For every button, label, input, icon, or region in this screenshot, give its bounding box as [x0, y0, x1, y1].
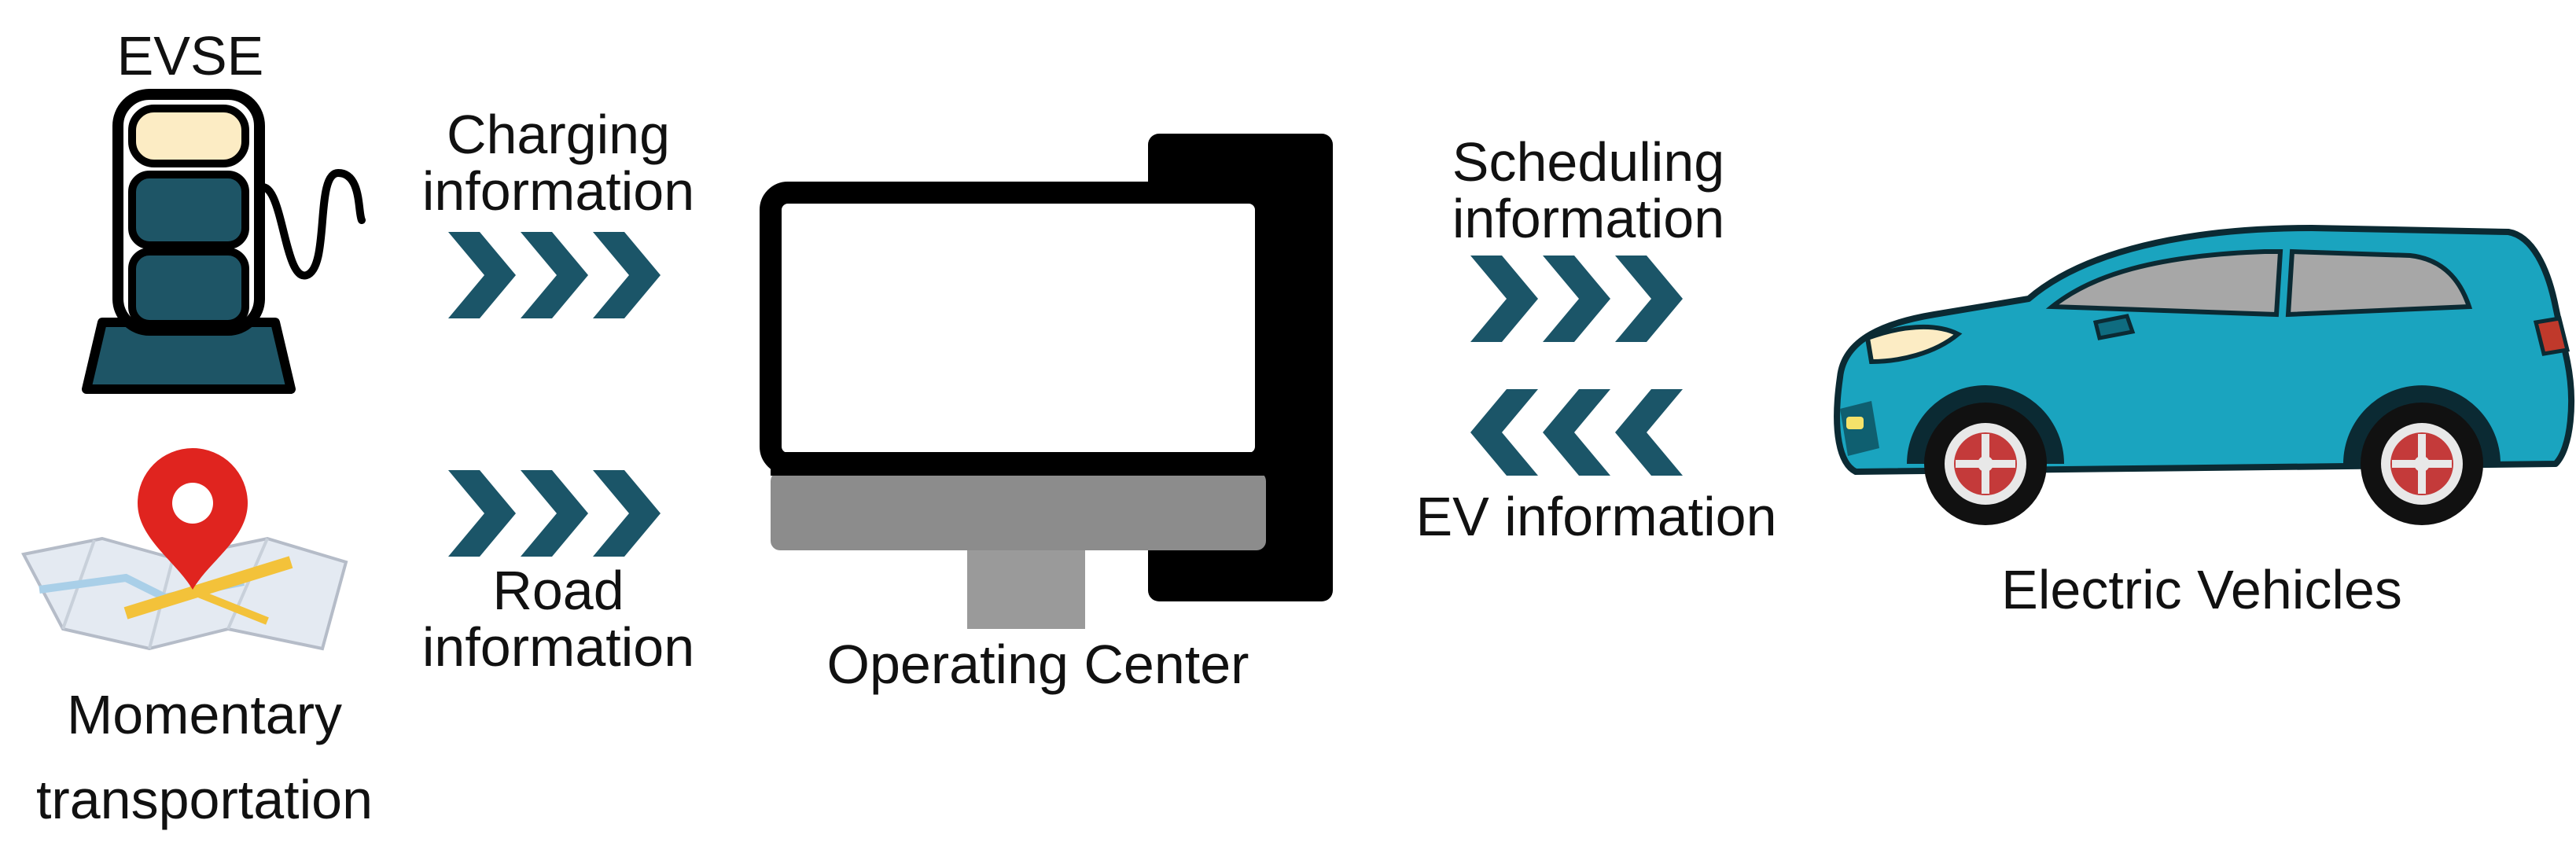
chevron-arrows-icon: [448, 470, 661, 557]
chevron-arrows-icon: [1470, 256, 1683, 342]
charging-information-label: Charging information: [401, 106, 716, 219]
map-pin-icon: [20, 448, 348, 651]
ev-information-label: EV information: [1415, 486, 1777, 547]
road-information-label: Road information: [401, 562, 716, 675]
evse-label: EVSE: [116, 25, 264, 86]
ev-charging-station-icon: [82, 89, 366, 394]
electric-car-icon: [1834, 225, 2574, 525]
road-line1: Road: [492, 560, 624, 621]
scheduling-information-label: Scheduling information: [1431, 134, 1746, 247]
charging-line2: information: [421, 160, 695, 222]
computer-monitor-icon: [760, 134, 1333, 629]
scheduling-line2: information: [1452, 188, 1725, 249]
scheduling-line1: Scheduling: [1452, 131, 1725, 193]
electric-vehicles-label: Electric Vehicles: [2001, 559, 2402, 620]
transport-line1: Momentary: [66, 684, 343, 745]
operating-center-label: Operating Center: [826, 634, 1249, 695]
road-line2: information: [421, 616, 695, 678]
chevron-arrows-icon: [1470, 389, 1683, 476]
chevron-arrows-icon: [448, 232, 661, 318]
rear-wheel: [2361, 403, 2483, 525]
transport-line2: transportation: [35, 769, 374, 830]
charging-line1: Charging: [446, 104, 671, 165]
momentary-transportation-label: Momentary transportation: [16, 672, 393, 842]
front-wheel: [1924, 403, 2047, 525]
